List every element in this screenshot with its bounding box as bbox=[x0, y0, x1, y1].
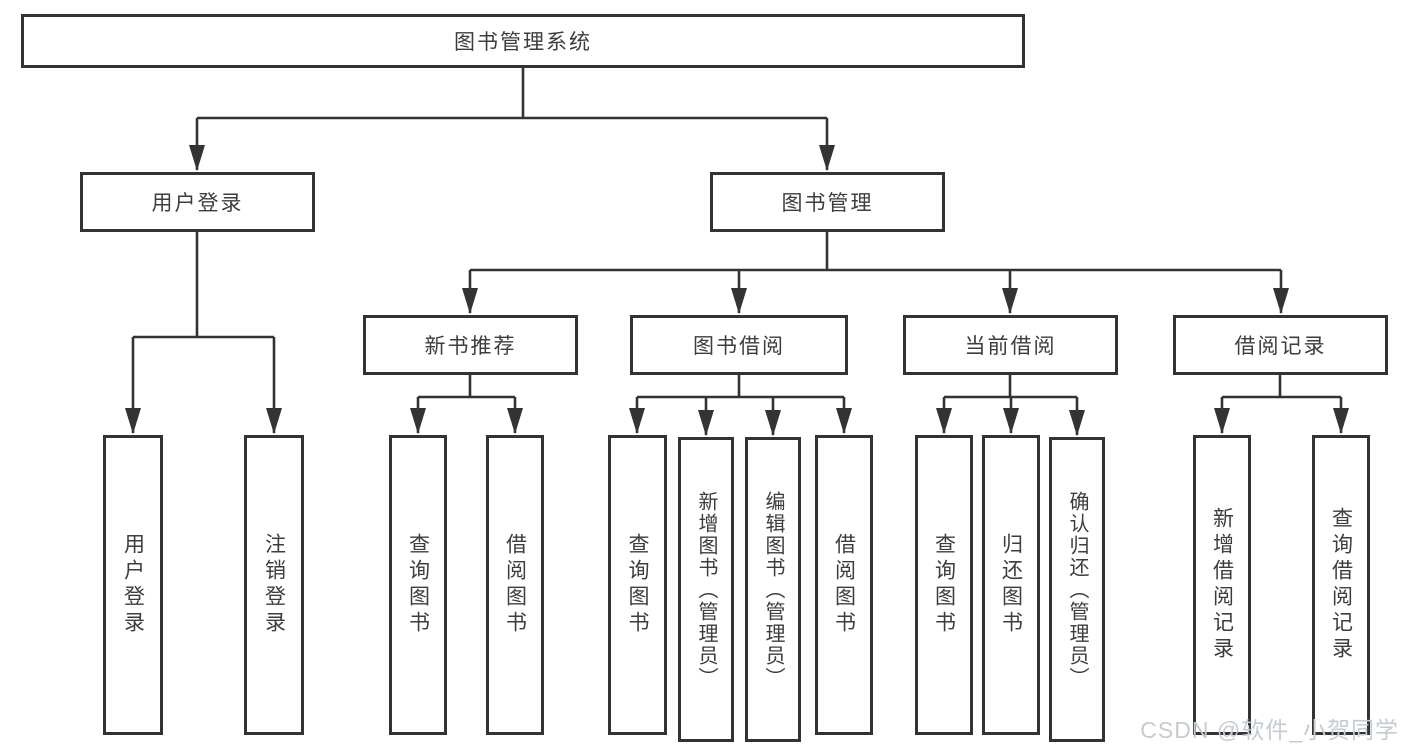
leaf-add-book-admin: 新增图书（管理员） bbox=[678, 437, 734, 742]
node-root: 图书管理系统 bbox=[21, 14, 1025, 68]
node-current-borrow: 当前借阅 bbox=[903, 315, 1118, 375]
leaf-edit-book-admin: 编辑图书（管理员） bbox=[745, 437, 801, 742]
leaf-logout: 注销登录 bbox=[244, 435, 304, 735]
leaf-borrow-book-recommend: 借阅图书 bbox=[486, 435, 544, 735]
leaf-query-book-current: 查询图书 bbox=[915, 435, 973, 735]
node-book-management: 图书管理 bbox=[710, 172, 945, 232]
node-borrow-records: 借阅记录 bbox=[1173, 315, 1388, 375]
node-new-book-recommend: 新书推荐 bbox=[363, 315, 578, 375]
leaf-query-book-borrow: 查询图书 bbox=[608, 435, 667, 735]
leaf-return-book: 归还图书 bbox=[982, 435, 1040, 735]
leaf-query-book-recommend: 查询图书 bbox=[389, 435, 447, 735]
node-user-login: 用户登录 bbox=[80, 172, 315, 232]
leaf-user-login: 用户登录 bbox=[103, 435, 163, 735]
leaf-query-borrow-record: 查询借阅记录 bbox=[1312, 435, 1370, 735]
leaf-confirm-return-admin: 确认归还（管理员） bbox=[1049, 437, 1105, 742]
csdn-watermark: CSDN @软件_小贺同学 bbox=[1140, 717, 1399, 743]
node-book-borrow: 图书借阅 bbox=[630, 315, 848, 375]
leaf-borrow-book-borrow: 借阅图书 bbox=[815, 435, 873, 735]
leaf-add-borrow-record: 新增借阅记录 bbox=[1193, 435, 1251, 735]
